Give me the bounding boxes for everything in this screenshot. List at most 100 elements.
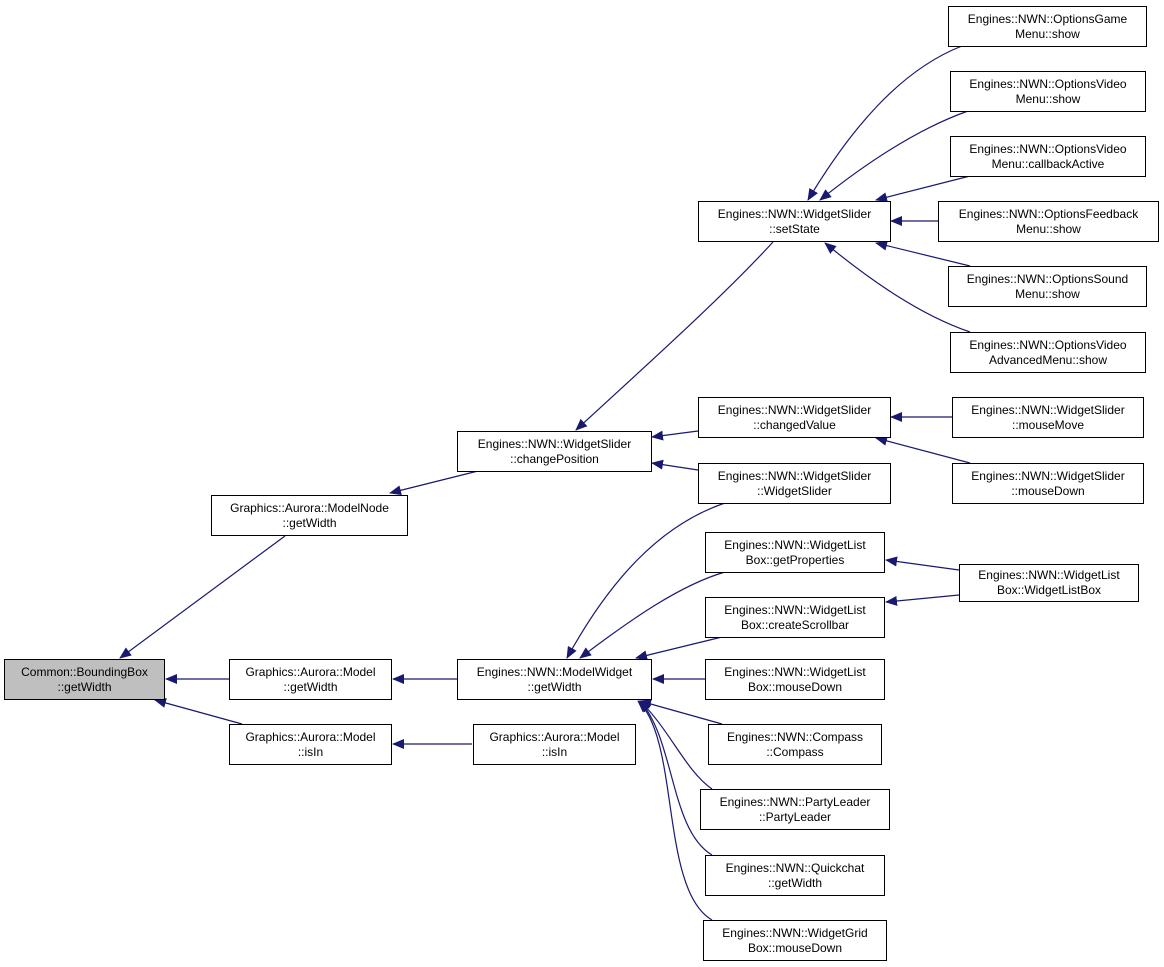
node-label: Engines::NWN::ModelWidget: [476, 664, 633, 679]
node-model-isin-overload[interactable]: Graphics::Aurora::Model::isIn: [473, 724, 636, 765]
node-label: Box::mouseDown: [747, 679, 843, 694]
node-label: ::getWidth: [57, 679, 112, 694]
edge-cmp-to-mw: [639, 699, 723, 725]
node-widgetslider-setstate[interactable]: Engines::NWN::WidgetSlider::setState: [698, 201, 891, 242]
edge-wsc-to-cp: [651, 459, 699, 471]
node-label: ::WidgetSlider: [757, 483, 832, 498]
node-label: ::mouseMove: [1011, 417, 1085, 432]
node-boundingbox-getwidth: Common::BoundingBox::getWidth: [4, 659, 165, 700]
edge-pl-to-mw: [639, 700, 713, 790]
node-label: Engines::NWN::OptionsVideo: [969, 141, 1127, 156]
edge-gmd-to-mw: [637, 700, 713, 921]
node-label: Engines::NWN::Compass: [726, 729, 864, 744]
node-widgetslider-changedvalue[interactable]: Engines::NWN::WidgetSlider::changedValue: [698, 397, 891, 438]
edge-osm-to-ss: [875, 240, 971, 267]
node-label: Graphics::Aurora::Model: [489, 729, 620, 744]
node-label: Common::BoundingBox: [21, 664, 148, 679]
node-label: Graphics::Aurora::Model: [245, 729, 376, 744]
node-label: ::getWidth: [527, 679, 582, 694]
node-model-getwidth[interactable]: Graphics::Aurora::Model::getWidth: [229, 659, 392, 700]
node-label: ::getWidth: [283, 679, 338, 694]
edge-wsc-to-mw: [566, 502, 726, 659]
node-label: Engines::NWN::WidgetSlider: [477, 436, 632, 451]
node-label: ::PartyLeader: [758, 809, 832, 824]
node-label: ::changedValue: [753, 417, 836, 432]
node-label: Engines::NWN::WidgetList: [724, 664, 866, 679]
node-label: Engines::NWN::WidgetSlider: [971, 402, 1125, 417]
node-label: Engines::NWN::WidgetSlider: [717, 468, 872, 483]
node-label: Engines::NWN::WidgetList: [724, 537, 866, 552]
node-label: ::mouseDown: [1011, 483, 1085, 498]
node-label: Engines::NWN::OptionsFeedback: [958, 206, 1139, 221]
node-label: Engines::NWN::WidgetSlider: [717, 206, 872, 221]
node-label: Engines::NWN::Quickchat: [725, 860, 865, 875]
node-label: Box::WidgetListBox: [996, 583, 1102, 597]
edge-ovm-to-ss: [819, 110, 969, 201]
edge-lcs-to-mw: [635, 636, 723, 661]
node-partyleader-constructor[interactable]: Engines::NWN::PartyLeader::PartyLeader: [700, 789, 890, 830]
node-widgetslider-constructor[interactable]: Engines::NWN::WidgetSlider::WidgetSlider: [698, 463, 891, 504]
node-widgetslider-changeposition[interactable]: Engines::NWN::WidgetSlider::changePositi…: [457, 431, 652, 472]
edge-ss-to-cp: [575, 241, 774, 431]
node-widgetslider-mousemove[interactable]: Engines::NWN::WidgetSlider::mouseMove: [952, 397, 1144, 438]
node-label: ::getWidth: [282, 515, 337, 530]
edge-cv-to-cp: [651, 430, 699, 441]
edge-lgp-to-mw: [579, 571, 726, 659]
edge-mis-to-bb: [154, 698, 243, 725]
edge-ovc-to-ss: [875, 175, 971, 203]
node-label: Engines::NWN::OptionsGame: [967, 11, 1128, 26]
node-label: ::Compass: [766, 744, 824, 759]
node-label: Graphics::Aurora::ModelNode: [230, 500, 389, 515]
node-label: Menu::show: [1015, 91, 1081, 106]
edge-qc-to-mw: [639, 700, 713, 856]
node-label: AdvancedMenu::show: [988, 352, 1108, 367]
node-label: Engines::NWN::WidgetSlider: [717, 402, 872, 417]
node-label: Engines::NWN::WidgetGrid: [722, 925, 868, 940]
node-label: Menu::show: [1016, 221, 1081, 236]
edge-lwb-to-lcs: [885, 594, 960, 606]
edge-cp-to-mn: [389, 470, 479, 496]
edge-mn-to-bb: [119, 535, 286, 659]
edge-ogm-to-ss: [807, 45, 963, 201]
node-widgetslider-mousedown[interactable]: Engines::NWN::WidgetSlider::mouseDown: [952, 463, 1144, 504]
node-label: ::isIn: [541, 744, 568, 759]
node-quickchat-getwidth[interactable]: Engines::NWN::Quickchat::getWidth: [705, 855, 885, 896]
node-label: Menu::show: [1015, 286, 1080, 301]
node-label: Graphics::Aurora::Model: [245, 664, 376, 679]
node-modelwidget-getwidth[interactable]: Engines::NWN::ModelWidget::getWidth: [457, 659, 652, 700]
node-label: Box::getProperties: [745, 552, 845, 567]
node-model-isin[interactable]: Graphics::Aurora::Model::isIn: [229, 724, 392, 765]
node-label: ::getWidth: [767, 875, 823, 890]
node-label: Engines::NWN::WidgetSlider: [971, 468, 1125, 483]
node-label: ::setState: [769, 221, 820, 236]
edge-lwb-to-lgp: [885, 556, 960, 571]
node-label: Engines::NWN::WidgetList: [978, 568, 1120, 582]
node-label: Engines::NWN::OptionsVideo: [969, 76, 1127, 91]
node-compass-constructor[interactable]: Engines::NWN::Compass::Compass: [708, 724, 882, 765]
node-label: Box::createScrollbar: [740, 617, 850, 632]
node-label: Menu::callbackActive: [991, 156, 1105, 171]
edge-wmd-to-cv: [875, 435, 971, 464]
node-label: Engines::NWN::PartyLeader: [719, 794, 871, 809]
edge-ova-to-ss: [824, 242, 971, 333]
node-modelnode-getwidth[interactable]: Graphics::Aurora::ModelNode::getWidth: [211, 495, 408, 536]
node-label: Box::mouseDown: [747, 940, 843, 955]
node-label: Menu::show: [1015, 26, 1080, 41]
node-label: ::changePosition: [510, 451, 599, 466]
node-label: Engines::NWN::OptionsSound: [966, 271, 1129, 286]
node-label: ::isIn: [297, 744, 324, 759]
node-label: Engines::NWN::WidgetList: [724, 602, 866, 617]
